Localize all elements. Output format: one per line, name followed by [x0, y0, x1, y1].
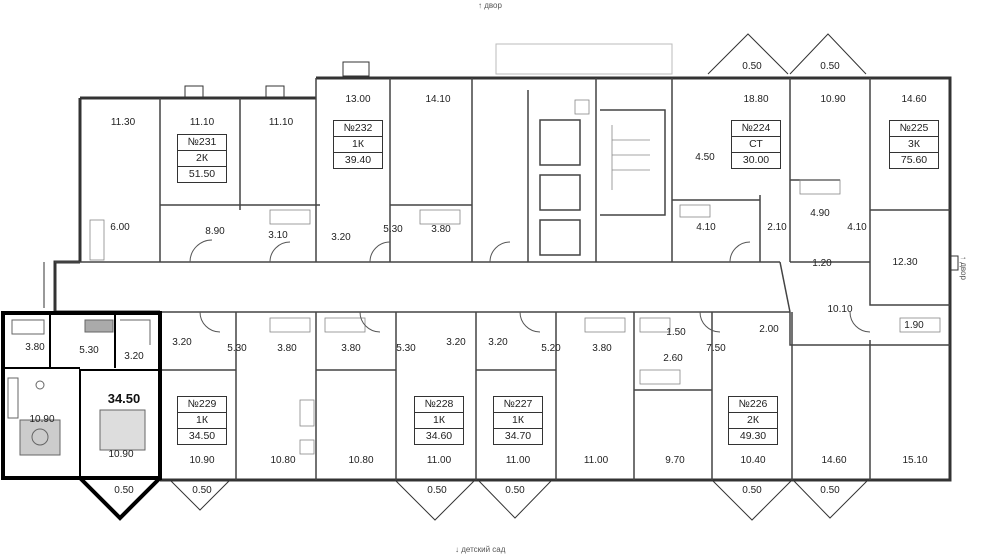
- room-area-label: 8.90: [205, 226, 225, 237]
- room-area-label: 11.00: [583, 455, 609, 466]
- apartment-224[interactable]: №224 СТ 30.00: [731, 120, 781, 169]
- apartment-type: 1К: [494, 413, 542, 429]
- apartment-231[interactable]: №231 2К 51.50: [177, 134, 227, 183]
- room-area-label: 10.80: [348, 455, 374, 466]
- room-area-label: 3.20: [488, 337, 508, 348]
- room-area-label: 18.80: [743, 94, 769, 105]
- apartment-232[interactable]: №232 1К 39.40: [333, 120, 383, 169]
- apartment-number: №231: [178, 135, 226, 151]
- room-area-label: 0.50: [192, 485, 212, 496]
- apartment-area: 51.50: [188, 168, 216, 180]
- room-area-label: 0.50: [742, 61, 762, 72]
- apartment-229[interactable]: №229 1К 34.50: [177, 396, 227, 445]
- room-area-label: 9.70: [665, 455, 685, 466]
- room-area-label: 1.50: [666, 327, 686, 338]
- room-area-label: 10.90: [108, 449, 134, 460]
- room-area-label: 10.90: [820, 94, 846, 105]
- room-area-label: 11.30: [110, 117, 136, 128]
- room-area-label: 3.80: [592, 343, 612, 354]
- room-area-label: 3.20: [331, 232, 351, 243]
- room-area-label: 14.60: [821, 455, 847, 466]
- room-area-label: 11.00: [426, 455, 452, 466]
- room-area-label: 0.50: [820, 61, 840, 72]
- room-area-label: 10.40: [740, 455, 766, 466]
- apartment-type: 1К: [415, 413, 463, 429]
- apartment-type: 1К: [334, 137, 382, 153]
- room-area-label: 5.20: [541, 343, 561, 354]
- room-area-label: 0.50: [114, 485, 134, 496]
- apartment-number: №224: [732, 121, 780, 137]
- apartment-number: №232: [334, 121, 382, 137]
- apartment-type: 2К: [729, 413, 777, 429]
- room-area-label: 0.50: [820, 485, 840, 496]
- selected-apartment-area: 34.50: [107, 391, 141, 406]
- room-area-label: 3.20: [446, 337, 466, 348]
- apartment-226[interactable]: №226 2К 49.30: [728, 396, 778, 445]
- room-area-label: 2.60: [663, 353, 683, 364]
- room-area-label: 11.10: [189, 117, 215, 128]
- apartment-number: №226: [729, 397, 777, 413]
- room-area-label: 14.10: [425, 94, 451, 105]
- direction-top: ↑ двор: [478, 1, 502, 10]
- room-area-label: 5.30: [396, 343, 416, 354]
- apartment-type: 3К: [890, 137, 938, 153]
- room-area-label: 13.00: [345, 94, 371, 105]
- room-area-label: 1.20: [812, 258, 832, 269]
- room-area-label: 3.80: [277, 343, 297, 354]
- room-area-label: 14.60: [901, 94, 927, 105]
- room-area-label: 2.00: [759, 324, 779, 335]
- room-area-label: 10.90: [29, 414, 55, 425]
- apartment-number: №229: [178, 397, 226, 413]
- room-area-label: 3.10: [268, 230, 288, 241]
- room-area-label: 10.90: [189, 455, 215, 466]
- direction-bottom: ↓ детский сад: [455, 545, 506, 554]
- apartment-type: 2К: [178, 151, 226, 167]
- room-area-label: 11.10: [268, 117, 294, 128]
- room-area-label: 3.80: [25, 342, 45, 353]
- room-area-label: 1.90: [904, 320, 924, 331]
- room-area-label: 0.50: [742, 485, 762, 496]
- apartment-number: №227: [494, 397, 542, 413]
- room-area-label: 5.30: [79, 345, 99, 356]
- apartment-area: 39.40: [344, 154, 372, 166]
- room-area-label: 3.80: [431, 224, 451, 235]
- room-area-label: 4.10: [847, 222, 867, 233]
- room-area-label: 3.80: [341, 343, 361, 354]
- apartment-area: 75.60: [900, 154, 928, 166]
- room-area-label: 12.30: [892, 257, 918, 268]
- apartment-area: 34.60: [425, 430, 453, 442]
- apartment-area: 34.70: [504, 430, 532, 442]
- apartment-area: 34.50: [188, 430, 216, 442]
- room-area-label: 5.30: [227, 343, 247, 354]
- apartment-225[interactable]: №225 3К 75.60: [889, 120, 939, 169]
- room-area-label: 4.10: [696, 222, 716, 233]
- room-area-label: 4.50: [695, 152, 715, 163]
- room-area-label: 11.00: [505, 455, 531, 466]
- direction-right: ↑ двор: [959, 256, 968, 280]
- apartment-227[interactable]: №227 1К 34.70: [493, 396, 543, 445]
- room-area-label: 10.80: [270, 455, 296, 466]
- room-area-label: 2.10: [767, 222, 787, 233]
- room-area-label: 10.10: [827, 304, 853, 315]
- room-area-label: 7.50: [706, 343, 726, 354]
- room-area-label: 4.90: [810, 208, 830, 219]
- room-area-label: 0.50: [505, 485, 525, 496]
- room-area-label: 15.10: [902, 455, 928, 466]
- room-area-label: 0.50: [427, 485, 447, 496]
- apartment-area: 30.00: [742, 154, 770, 166]
- apartment-number: №225: [890, 121, 938, 137]
- room-area-label: 3.20: [124, 351, 144, 362]
- room-area-label: 3.20: [172, 337, 192, 348]
- room-area-label: 5.30: [383, 224, 403, 235]
- room-area-label: 6.00: [110, 222, 130, 233]
- apartment-type: СТ: [732, 137, 780, 153]
- apartment-228[interactable]: №228 1К 34.60: [414, 396, 464, 445]
- apartment-number: №228: [415, 397, 463, 413]
- apartment-area: 49.30: [739, 430, 767, 442]
- apartment-type: 1К: [178, 413, 226, 429]
